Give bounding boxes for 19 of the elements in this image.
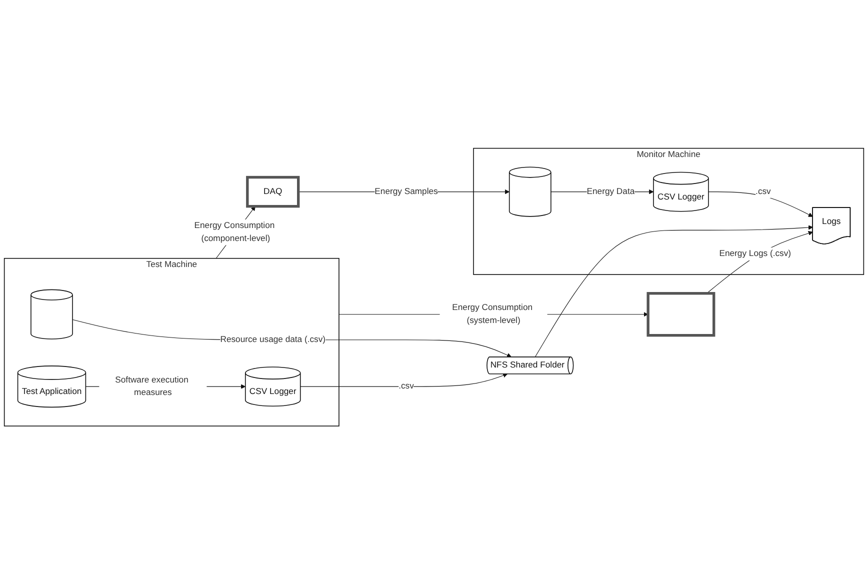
node-cylinder [508,166,552,217]
node-text: NFS Shared Folder [490,360,565,370]
arrow [72,319,512,358]
arrow [534,224,814,357]
arrow [706,230,814,294]
arrow [300,372,508,387]
edge-label: .csv [398,382,414,391]
edge-label: Energy Consumption (system-level) [452,302,533,325]
edge-label: Energy Data [586,186,635,196]
edge-label: Energy Consumption (component-level) [194,220,275,243]
edge-label: .csv [756,186,771,196]
arrow [708,191,814,217]
node-box [646,292,716,337]
node-cylinder [30,289,73,340]
edge-label: Resource usage data (.csv) [220,334,326,344]
node-box: DAQ [246,176,300,208]
edge-label: Energy Samples [374,186,438,196]
edge-label: Software execution measures [115,375,188,398]
edge-label: Energy Logs (.csv) [719,248,792,258]
